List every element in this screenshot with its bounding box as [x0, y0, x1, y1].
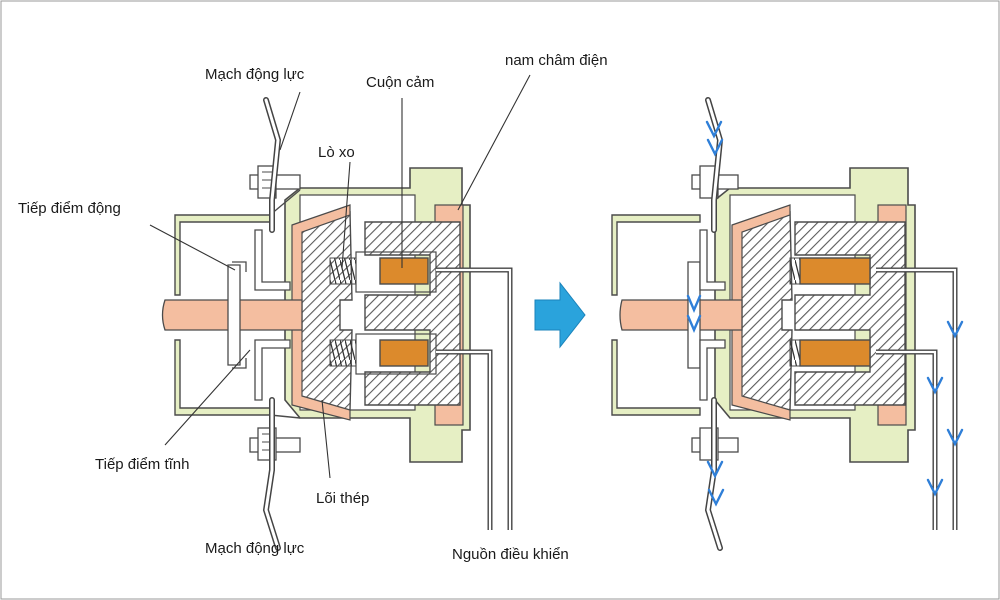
- label-electromagnet: nam châm điện: [505, 52, 608, 69]
- label-control-source: Nguồn điều khiển: [452, 546, 569, 563]
- coil-lower: [799, 339, 871, 367]
- label-static-contact: Tiếp điểm tĩnh: [95, 456, 190, 473]
- spring-lower: [789, 339, 801, 367]
- chevron-down-icon: [946, 320, 964, 339]
- chevron-down-icon: [706, 460, 724, 479]
- frame-arm-top: [611, 214, 701, 296]
- coil-lower: [379, 339, 429, 367]
- frame-arm-bottom: [611, 339, 701, 416]
- coil-upper: [799, 257, 871, 285]
- static-contact-top: [254, 229, 291, 291]
- moving-contact: [227, 264, 241, 366]
- label-power-circuit-top: Mạch động lực: [205, 66, 305, 83]
- spring-upper: [789, 257, 801, 285]
- fixed-core: [794, 221, 906, 406]
- static-contact-top: [699, 229, 726, 291]
- label-steel-core: Lõi thép: [316, 490, 370, 507]
- spring-lower: [329, 339, 357, 367]
- chevron-down-icon: [707, 488, 725, 507]
- current-flow: [686, 120, 964, 507]
- chevron-down-icon: [946, 428, 964, 447]
- label-spring: Lò xo: [318, 144, 355, 161]
- label-inductor-coil: Cuộn cảm: [366, 74, 435, 91]
- coil-upper: [379, 257, 429, 285]
- static-contact-bottom: [254, 339, 291, 401]
- right-arrow-icon: [534, 281, 586, 349]
- moving-contact: [687, 261, 701, 369]
- chevron-down-icon: [686, 314, 702, 334]
- plunger: [619, 299, 743, 331]
- static-contact-bottom: [699, 339, 726, 401]
- chevron-down-icon: [686, 294, 702, 314]
- label-moving-contact: Tiếp điểm động: [18, 200, 121, 217]
- chevron-down-icon: [706, 138, 724, 157]
- label-power-circuit-bottom: Mạch động lực: [205, 540, 305, 557]
- contactor-open-state: [149, 74, 531, 551]
- fixed-core: [364, 221, 461, 406]
- chevron-down-icon: [926, 376, 944, 395]
- contactor-closed-state: [611, 97, 964, 551]
- chevron-down-icon: [705, 120, 723, 139]
- chevron-down-icon: [926, 478, 944, 497]
